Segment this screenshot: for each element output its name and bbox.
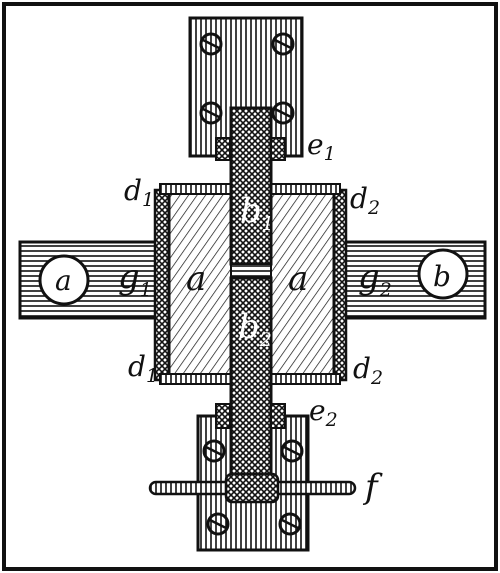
label-circle-a: a	[55, 264, 72, 297]
label-g2: g2	[358, 257, 392, 301]
bar-gap	[230, 263, 272, 279]
left-beam-circle	[38, 254, 90, 306]
clamp-e1-right	[270, 137, 286, 161]
label-e1: e1	[307, 128, 336, 165]
label-d2-bottom: d2	[353, 352, 383, 389]
label-g1: g1	[118, 257, 152, 301]
label-d1-top: d1	[124, 174, 154, 211]
clamp-e2-left	[215, 403, 231, 429]
rod-f-coupling	[224, 472, 280, 504]
label-d2-top: d2	[350, 182, 380, 219]
label-a-left: a	[186, 259, 206, 299]
label-circle-b: b	[433, 260, 451, 293]
bar-b1	[229, 106, 273, 266]
clamp-e1-left	[215, 137, 231, 161]
right-wedge-body	[268, 186, 336, 382]
left-side-plate	[153, 188, 171, 382]
right-beam-circle	[417, 248, 469, 300]
clamp-e2-right	[270, 403, 286, 429]
label-b1: b1	[240, 191, 274, 235]
label-b2: b2	[238, 307, 272, 351]
label-d1-bottom: d1	[128, 350, 158, 387]
label-a-right: a	[288, 259, 308, 299]
label-e2: e2	[309, 394, 338, 431]
